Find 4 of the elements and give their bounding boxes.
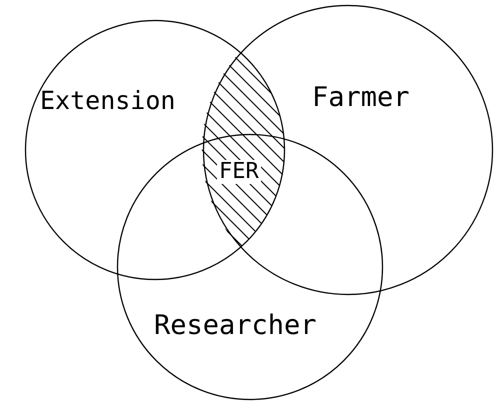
set-label: Farmer	[312, 84, 410, 111]
region-label: FER	[217, 160, 261, 184]
set-label: Extension	[40, 88, 176, 113]
set-label: Researcher	[154, 312, 317, 339]
